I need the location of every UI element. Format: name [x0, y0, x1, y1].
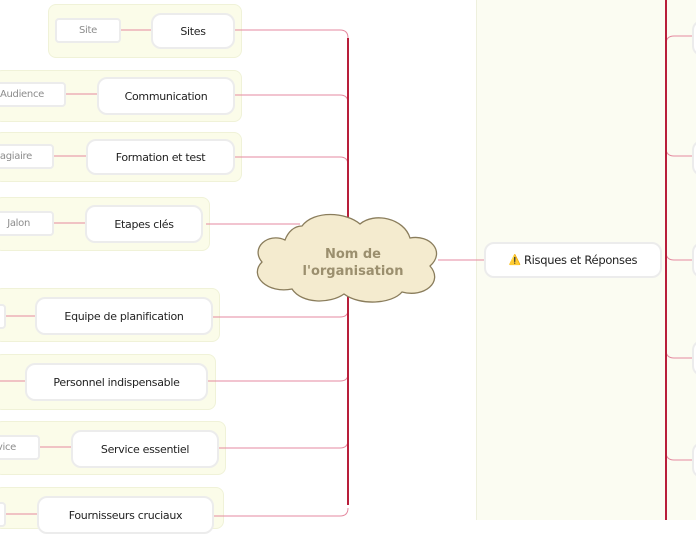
child-node-equipe[interactable]	[0, 304, 6, 329]
warning-icon: ⚠️	[508, 254, 521, 266]
branch-node-equipe[interactable]: Equipe de planification	[35, 297, 213, 335]
right-node-partial-2[interactable]	[692, 140, 696, 176]
center-cloud-shape	[256, 213, 438, 303]
connector-lines	[0, 0, 696, 520]
central-topic-title[interactable]: Nom de l'organisation	[302, 247, 404, 279]
branch-node-etapes[interactable]: Etapes clés	[85, 205, 203, 243]
risques-label: Risques et Réponses	[523, 253, 638, 267]
branch-node-formation[interactable]: Formation et test	[86, 139, 235, 175]
branch-node-fournisseurs[interactable]: Fournisseurs cruciaux	[37, 496, 214, 534]
child-node-service[interactable]: Service	[0, 435, 40, 460]
child-node-jalon[interactable]: Jalon	[0, 211, 54, 236]
child-node-fournisseurs[interactable]	[0, 502, 6, 527]
right-node-partial-1[interactable]	[692, 20, 696, 56]
branch-node-risques[interactable]: ⚠️ Risques et Réponses	[484, 242, 662, 278]
branch-node-sites[interactable]: Sites	[151, 13, 235, 49]
branch-node-personnel[interactable]: Personnel indispensable	[25, 363, 208, 401]
child-node-site[interactable]: Site	[55, 18, 121, 43]
branch-node-communication[interactable]: Communication	[97, 77, 235, 115]
child-node-audience[interactable]: Audience	[0, 82, 66, 107]
right-node-partial-4[interactable]	[692, 340, 696, 376]
right-node-partial-5[interactable]	[692, 442, 696, 478]
child-node-stagiaire[interactable]: Stagiaire	[0, 144, 54, 169]
right-node-partial-3[interactable]	[692, 242, 696, 278]
branch-node-service[interactable]: Service essentiel	[71, 430, 219, 468]
